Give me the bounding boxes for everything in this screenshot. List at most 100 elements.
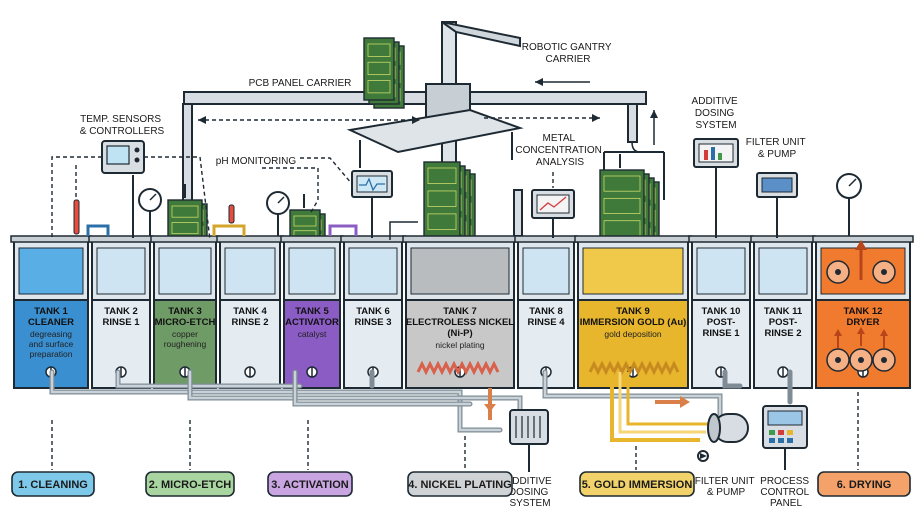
tank-description-line: preparation bbox=[29, 349, 72, 359]
sensors bbox=[51, 138, 862, 241]
arrow-left-icon bbox=[535, 78, 543, 86]
tank-description-line: copper bbox=[172, 329, 198, 339]
monitor-icon bbox=[351, 170, 393, 210]
dosing-unit bbox=[509, 409, 549, 472]
stage-label: 6. DRYING bbox=[837, 479, 892, 491]
gauge-icon bbox=[266, 191, 290, 236]
tank-title-line: RINSE 4 bbox=[528, 317, 566, 328]
tank-title-line: TANK 1 bbox=[34, 306, 68, 317]
stage-leaders bbox=[51, 392, 859, 470]
ph-monitoring-label: pH MONITORING bbox=[216, 156, 297, 167]
tank-title-line: ELECTROLESS NICKEL bbox=[406, 317, 514, 328]
tank-title-line: TANK 4 bbox=[233, 306, 267, 317]
stage-pill-6: 6. DRYING bbox=[817, 471, 911, 497]
dosing-top-label: ADDITIVE DOSING SYSTEM bbox=[692, 96, 741, 131]
controller-screen-icon bbox=[106, 145, 130, 165]
gantry-right-post bbox=[627, 103, 638, 143]
tank-title-line: TANK 10 bbox=[702, 306, 741, 317]
monitor-icon bbox=[756, 172, 798, 238]
monitor-icon bbox=[531, 189, 575, 238]
tank-title-line: ACTIVATOR bbox=[285, 317, 339, 328]
tank-description: catalyst bbox=[298, 329, 327, 339]
process-control-panel bbox=[762, 405, 808, 470]
arrow-right-icon bbox=[412, 116, 420, 124]
tank-description: gold deposition bbox=[604, 329, 661, 339]
tank-title-line: TANK 6 bbox=[356, 306, 390, 317]
stage-label: 2. MICRO-ETCH bbox=[149, 479, 232, 491]
pump-icon bbox=[697, 413, 749, 462]
arrow-right-icon bbox=[592, 114, 600, 122]
stage-pill-4: 4. NICKEL PLATING bbox=[407, 471, 513, 497]
control-panel-label: PROCESS CONTROL PANEL bbox=[760, 476, 812, 509]
fan-icon bbox=[826, 260, 850, 284]
tank-title-line: TANK 5 bbox=[295, 306, 329, 317]
piping bbox=[49, 221, 793, 442]
stage-labels: 1. CLEANING 2. MICRO-ETCH 3. ACTIVATION 4. … bbox=[11, 471, 911, 497]
transfer-arrows bbox=[198, 78, 658, 145]
thermometer-icon bbox=[73, 199, 80, 235]
tank-title-line: IMMERSION GOLD (Au) bbox=[580, 317, 687, 328]
arrow-up-icon bbox=[650, 110, 658, 118]
stage-pill-5: 5. GOLD IMMERSION bbox=[579, 471, 695, 497]
tank-title-line: RINSE 2 bbox=[765, 328, 802, 339]
metal-concentration-label: METAL CONCENTRATION ANALYSIS bbox=[515, 133, 604, 168]
gauge-icon bbox=[836, 173, 862, 236]
tank-title-line: TANK 7 bbox=[443, 306, 477, 317]
temp-sensors-label: TEMP. SENSORS & CONTROLLERS bbox=[80, 114, 165, 137]
tank-title-line: TANK 8 bbox=[529, 306, 563, 317]
hook-icon bbox=[631, 141, 641, 153]
stage-label: 5. GOLD IMMERSION bbox=[582, 479, 693, 491]
tank-description-line: degreasing bbox=[30, 329, 72, 339]
stage-label: 4. NICKEL PLATING bbox=[408, 479, 512, 491]
dosing-bottom-label: ADDITIVE DOSING SYSTEM bbox=[506, 476, 555, 509]
thermometer-icon bbox=[228, 204, 235, 224]
stage-pill-2: 2. MICRO-ETCH bbox=[145, 471, 235, 497]
tank-title-line: RINSE 2 bbox=[232, 317, 269, 328]
tank-title-line: TANK 3 bbox=[168, 306, 202, 317]
tank-title-line: RINSE 3 bbox=[355, 317, 392, 328]
pcb-panel bbox=[363, 37, 405, 109]
carrier-label: PCB PANEL CARRIER bbox=[249, 78, 352, 89]
gantry-rail bbox=[183, 91, 647, 105]
tank-title-line: TANK 12 bbox=[844, 306, 883, 317]
heater-coil-icon bbox=[588, 360, 680, 376]
stage-label: 1. CLEANING bbox=[18, 479, 88, 491]
tank-title-line: POST- bbox=[769, 317, 798, 328]
heater-coil-icon bbox=[416, 360, 500, 376]
arrow-left-icon bbox=[198, 116, 206, 124]
tank-description-line: gold deposition bbox=[604, 329, 661, 339]
tank-description: nickel plating bbox=[435, 340, 484, 350]
tank-title-line: MICRO-ETCH bbox=[155, 317, 216, 328]
filter-top-label: FILTER UNIT & PUMP bbox=[746, 137, 808, 160]
stage-pill-3: 3. ACTIVATION bbox=[267, 471, 353, 497]
tank-description-line: catalyst bbox=[298, 329, 327, 339]
fan-icon bbox=[872, 348, 896, 372]
callout-labels: ROBOTIC GANTRY CARRIER PCB PANEL CARRIER… bbox=[80, 42, 812, 509]
tank-title-line: RINSE 1 bbox=[703, 328, 741, 339]
tank-title-line: CLEANER bbox=[28, 317, 74, 328]
